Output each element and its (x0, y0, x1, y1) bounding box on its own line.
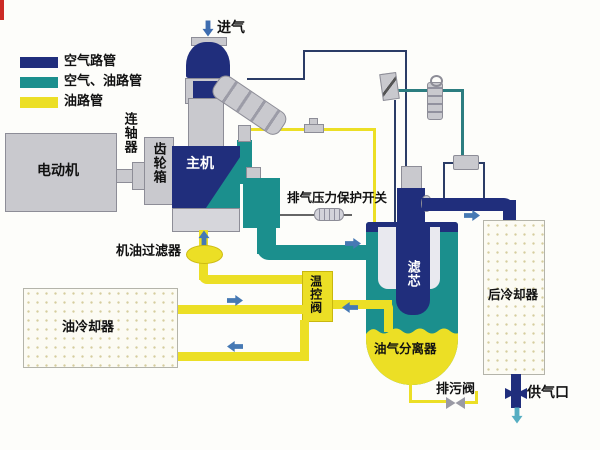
intake-filter-housing (186, 42, 230, 78)
flow-arrow-left (227, 341, 243, 352)
bypass-line (477, 162, 485, 164)
drain-valve-label: 排污阀 (436, 382, 476, 397)
min-pressure-valve-body (397, 188, 425, 230)
separator-label: 油气分离器 (374, 341, 437, 356)
gearbox-box (144, 137, 174, 205)
oil-gas-separator-tank: 滤芯 油气分离器 (366, 222, 458, 385)
control-line-regulator-drop (394, 100, 396, 224)
airend-base (172, 208, 240, 232)
legend-swatch-air (20, 57, 58, 68)
solenoid-valve (427, 82, 443, 120)
intake-column (188, 98, 224, 148)
filter-element-label: 滤芯 (404, 260, 420, 288)
control-line-air (405, 50, 407, 167)
oil-return-dip-tube (384, 302, 393, 332)
legend-label-oil: 油路管 (64, 94, 104, 109)
drain-line (465, 401, 478, 404)
oil-pipe (199, 275, 303, 284)
supply-pipe (511, 374, 521, 408)
discharge-pipe (257, 245, 369, 260)
solenoid-valve-loop (430, 75, 443, 87)
flow-arrow-right (345, 238, 361, 249)
flow-arrow-right (464, 210, 480, 221)
flow-arrow-down-cyan (512, 408, 523, 424)
orifice-fitting (304, 124, 324, 133)
separator-filter-element (396, 227, 430, 315)
drain-line (409, 382, 412, 403)
oil-pipe (177, 305, 303, 314)
legend-swatch-oil (20, 97, 58, 108)
pressure-maintenance-valve (453, 155, 479, 170)
after-cooler-box (483, 220, 545, 375)
pressure-switch-capsule (314, 208, 344, 221)
control-line-air (303, 52, 305, 80)
control-line-air (247, 78, 305, 80)
switch-line (280, 214, 314, 216)
coupling-shaft (116, 169, 133, 183)
intake-label: 进气 (217, 20, 245, 36)
thermostatic-valve-label: 温控阀 (308, 275, 323, 314)
thermostatic-valve-box (302, 271, 333, 322)
oil-filter-body (186, 245, 223, 264)
drain-line (409, 400, 447, 403)
supply-port-label: 供气口 (527, 385, 569, 401)
oil-pipe (333, 300, 371, 309)
flow-arrow-right (227, 295, 243, 306)
after-cooler-label: 后冷却器 (488, 287, 539, 302)
air-pipe-main (422, 198, 514, 211)
oil-tap-fitting (238, 125, 251, 142)
intake-flow-arrow (203, 21, 214, 37)
oil-level-wave (366, 328, 458, 385)
min-pressure-valve-cap (401, 166, 422, 190)
coupling-label: 连轴器 (121, 112, 137, 154)
red-mark (0, 0, 4, 20)
drain-valve-symbol (446, 397, 465, 409)
oil-return-dip-tube (366, 300, 392, 309)
switch-line (344, 214, 352, 216)
airend-label: 主机 (186, 156, 214, 172)
motor-label: 电动机 (37, 163, 79, 179)
bypass-line (443, 162, 455, 164)
legend-label-air-oil: 空气、油路管 (64, 74, 143, 89)
oil-pipe (177, 352, 309, 361)
pressure-switch-label: 排气压力保护开关 (287, 190, 388, 205)
oil-pipe (300, 320, 309, 361)
oil-filter-label: 机油过滤器 (116, 244, 182, 259)
control-line-air-oil (461, 89, 464, 159)
legend-swatch-air-oil (20, 77, 58, 88)
bypass-line (443, 162, 445, 200)
bypass-line (483, 162, 485, 200)
control-line-air (303, 50, 407, 52)
airend-box: 主机 (172, 146, 240, 208)
orifice-fitting-top (309, 118, 318, 125)
oil-cooler-label: 油冷却器 (62, 320, 115, 335)
oil-control-line (373, 128, 376, 225)
legend-label-air: 空气路管 (64, 54, 117, 69)
regulator-valve (379, 71, 400, 102)
motor-box (5, 133, 117, 212)
gearbox-label: 齿轮箱 (150, 142, 166, 184)
supply-valve (505, 388, 527, 399)
drain-line (475, 391, 478, 403)
oil-cooler-box (23, 288, 178, 368)
